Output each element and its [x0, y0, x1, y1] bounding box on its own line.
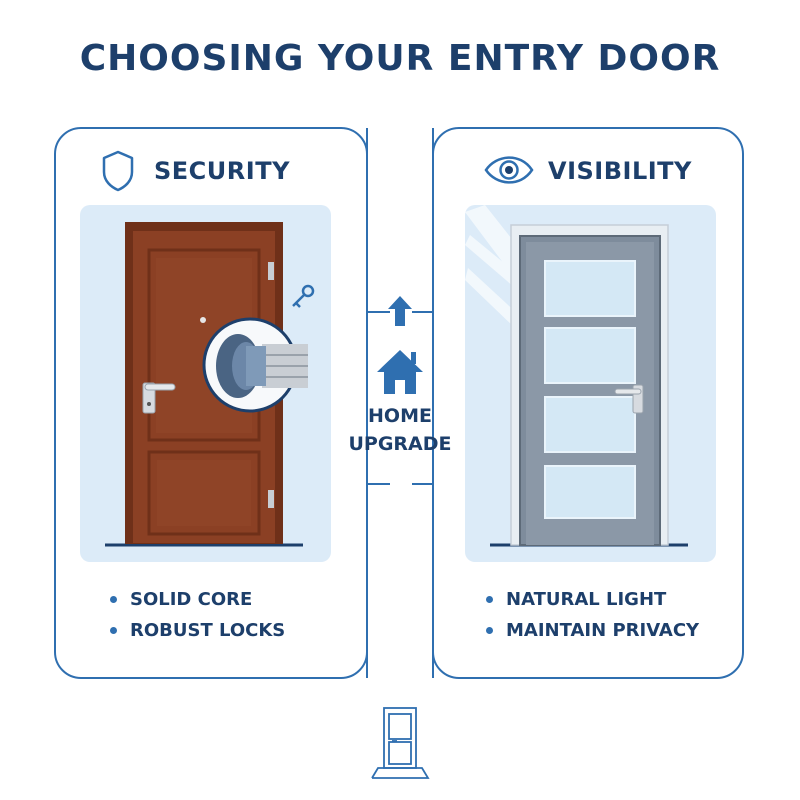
security-heading: SECURITY	[154, 157, 290, 185]
visibility-heading: VISIBILITY	[548, 157, 692, 185]
center-label-line2: UPGRADE	[348, 433, 452, 455]
eye-icon	[484, 156, 534, 184]
up-arrow-icon	[388, 296, 412, 326]
security-bullets: SOLID CORE ROBUST LOCKS	[108, 584, 285, 646]
shield-icon	[102, 150, 134, 192]
list-item: NATURAL LIGHT	[484, 584, 699, 615]
list-item: ROBUST LOCKS	[108, 615, 285, 646]
list-item: MAINTAIN PRIVACY	[484, 615, 699, 646]
frosted-glass-panels	[544, 260, 636, 519]
door-icon	[371, 707, 430, 779]
door-handle	[142, 382, 176, 414]
visibility-bullets: NATURAL LIGHT MAINTAIN PRIVACY	[484, 584, 699, 646]
glass-door-handle	[614, 384, 644, 414]
center-label-line1: HOME	[368, 405, 432, 427]
list-item: SOLID CORE	[108, 584, 285, 615]
page-title: CHOOSING YOUR ENTRY DOOR	[79, 38, 721, 79]
lock-closeup	[202, 317, 308, 413]
house-icon	[377, 350, 423, 394]
key-icon	[292, 284, 315, 308]
